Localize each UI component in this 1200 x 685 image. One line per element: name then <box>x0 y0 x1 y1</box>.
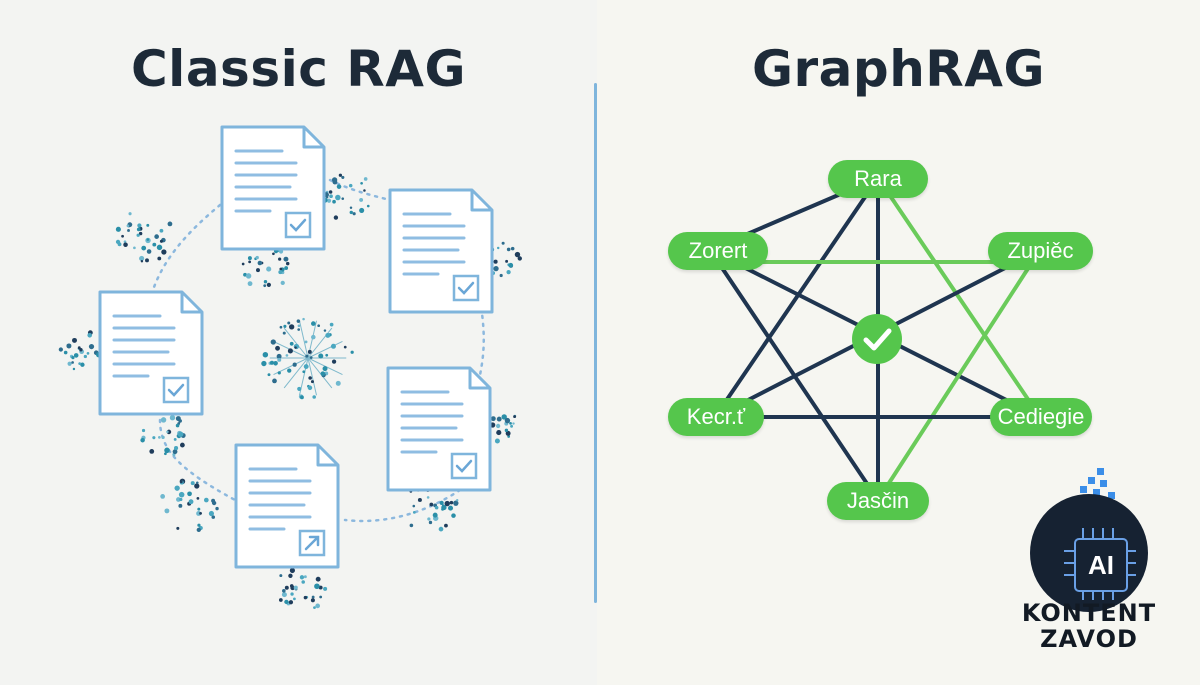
graph-node: Jasčin <box>827 482 929 520</box>
document-icon <box>386 366 492 492</box>
dot-cluster <box>241 248 290 288</box>
graph-node: Zorert <box>668 232 768 270</box>
logo-line-2: ZAVOD <box>1040 625 1138 653</box>
graph-node: Cediegie <box>990 398 1092 436</box>
dot-cluster <box>160 478 219 533</box>
logo-circle: AI <box>1030 494 1148 612</box>
logo-pixel <box>1100 480 1107 487</box>
chip-pin <box>1112 528 1114 538</box>
kontent-zavod-logo: AI KONTENT ZAVOD <box>1005 468 1195 678</box>
dot-cluster <box>115 212 173 263</box>
dot-cluster <box>58 330 102 371</box>
chip-pin <box>1092 528 1094 538</box>
chip-pin <box>1126 574 1136 576</box>
dot-cluster <box>278 567 328 610</box>
chip-pin <box>1082 590 1084 600</box>
document-icon <box>98 290 204 416</box>
logo-pixel <box>1097 468 1104 475</box>
center-check-node <box>852 314 902 364</box>
chip-pin <box>1112 590 1114 600</box>
chip-pin <box>1082 528 1084 538</box>
chip-pin <box>1064 574 1074 576</box>
panel-divider <box>594 83 597 603</box>
graph-node: Rara <box>828 160 928 198</box>
logo-line-1: KONTENT <box>1021 599 1157 627</box>
chip-icon: AI <box>1074 538 1128 592</box>
logo-pixel <box>1080 486 1087 493</box>
dot-cluster <box>261 317 354 400</box>
chip-pin <box>1064 550 1074 552</box>
graphrag-title: GraphRAG <box>751 40 1046 98</box>
logo-pixel <box>1088 477 1095 484</box>
arrow-icon <box>304 535 320 551</box>
checkmark-icon <box>289 218 307 232</box>
chip-pin <box>1126 550 1136 552</box>
document-stack <box>98 125 494 569</box>
graph-node: Zupiěc <box>988 232 1093 270</box>
checkmark-icon <box>167 383 185 397</box>
document-icon <box>220 125 326 251</box>
classic-rag-title: Classic RAG <box>130 40 467 98</box>
logo-wordmark: KONTENT ZAVOD <box>1005 600 1173 652</box>
logo-pixel <box>1093 489 1100 496</box>
chip-pin <box>1126 562 1136 564</box>
chip-pin <box>1064 562 1074 564</box>
graph-node: Kecr.ť <box>668 398 764 436</box>
logo-badge-text: AI <box>1088 549 1114 580</box>
checkmark-icon <box>457 281 475 295</box>
checkmark-icon <box>863 328 892 351</box>
document-icon <box>234 443 340 569</box>
chip-pin <box>1102 590 1104 600</box>
dot-cluster <box>483 414 517 444</box>
dot-cluster <box>140 415 186 457</box>
chip-pin <box>1092 590 1094 600</box>
chip-pin <box>1102 528 1104 538</box>
logo-pixel <box>1108 492 1115 499</box>
document-icon <box>388 188 494 314</box>
checkmark-icon <box>455 459 473 473</box>
